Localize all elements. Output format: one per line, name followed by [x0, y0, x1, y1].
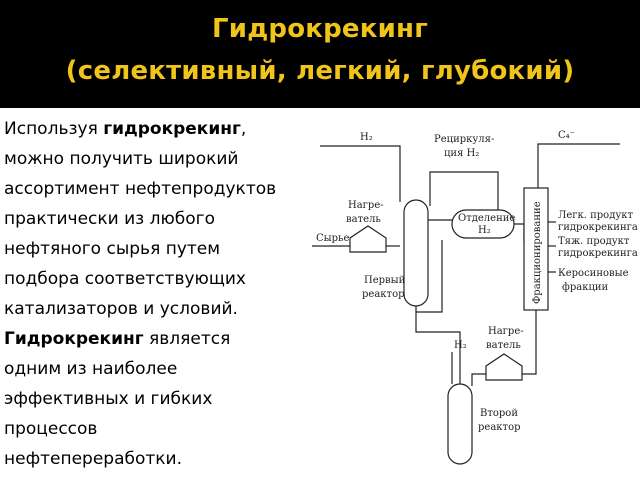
recycle-label-2: ция H₂: [444, 148, 479, 159]
body-line-7: катализаторов и условий.: [4, 299, 238, 319]
reactor1-bottom-line: [415, 240, 443, 313]
body-line-3: ассортимент нефтепродуктов: [4, 179, 277, 199]
feed-label: Сырье: [316, 233, 349, 244]
body-text-span: является: [143, 329, 231, 349]
reactor1-vessel: [403, 199, 429, 307]
c4-outlet-line: [537, 143, 620, 188]
body-line-4: практически из любого: [4, 209, 215, 229]
reactor2-outlet-line: [415, 312, 461, 384]
body-text-span: ,: [240, 119, 247, 139]
heater1-label-2: ватель: [346, 214, 381, 225]
heater2-to-reactor2-line: [471, 373, 486, 386]
title-band: Гидрокрекинг (селективный, легкий, глубо…: [0, 0, 640, 108]
heavy-product-label-2: гидрокрекинга: [558, 248, 638, 259]
body-line-6: подбора соответствующих: [4, 269, 246, 289]
body-line-10: эффективных и гибких: [4, 389, 213, 409]
heater2-label-2: ватель: [486, 340, 521, 351]
recycle-h2-line: [429, 171, 499, 216]
process-diagram: H₂ Рециркуля- ция H₂ C₄⁻ Нагре- ватель С…: [312, 130, 638, 465]
fractionation-label: Фракционирование: [532, 201, 543, 304]
light-product-label-2: гидрокрекинга: [558, 222, 638, 233]
body-bold-term: Гидрокрекинг: [4, 329, 144, 349]
h2-top-label: H₂: [360, 132, 373, 143]
reactor1-label-1: Первый: [364, 275, 406, 286]
body-text: Используя гидрокрекинг, можно получить ш…: [4, 114, 322, 474]
body-line-12: нефтепереработки.: [4, 449, 183, 469]
body-line-8: Гидрокрекинг является: [4, 324, 322, 354]
body-line-2: можно получить широкий: [4, 149, 239, 169]
reactor2-vessel: [447, 383, 473, 465]
body-line-5: нефтяного сырья путем: [4, 239, 221, 259]
kerosene-label-2: фракции: [562, 282, 609, 293]
reactor1-label-2: реактор: [362, 289, 405, 300]
body-line-1: Используя гидрокрекинг,: [4, 114, 322, 144]
heater1-furnace: [349, 225, 387, 253]
separator-label-2: H₂: [478, 225, 491, 236]
reactor2-label-1: Второй: [480, 408, 518, 419]
separator-label-1: Отделение: [458, 213, 515, 224]
slide-title: Гидрокрекинг: [212, 14, 428, 44]
body-line-11: процессов: [4, 419, 98, 439]
light-product-label-1: Легк. продукт: [558, 210, 633, 221]
c4-label: C₄⁻: [558, 130, 575, 141]
reactor2-label-2: реактор: [478, 422, 521, 433]
heater2-furnace: [485, 353, 523, 381]
body-text-span: Используя: [4, 119, 104, 139]
heavy-product-label-1: Тяж. продукт: [558, 236, 630, 247]
recycle-label-1: Рециркуля-: [434, 134, 494, 145]
body-line-9: одним из наиболее: [4, 359, 178, 379]
separator-to-fractionator-line: [514, 223, 525, 242]
slide-subtitle: (селективный, легкий, глубокий): [65, 56, 575, 86]
h2-feed-line: [320, 145, 401, 202]
heater2-label-1: Нагре-: [488, 326, 524, 337]
heater1-label-1: Нагре-: [348, 200, 384, 211]
body-bold-term: гидрокрекинг: [103, 119, 241, 139]
bottoms-recycle-line: [522, 310, 537, 375]
kerosene-label-1: Керосиновые: [558, 268, 629, 279]
